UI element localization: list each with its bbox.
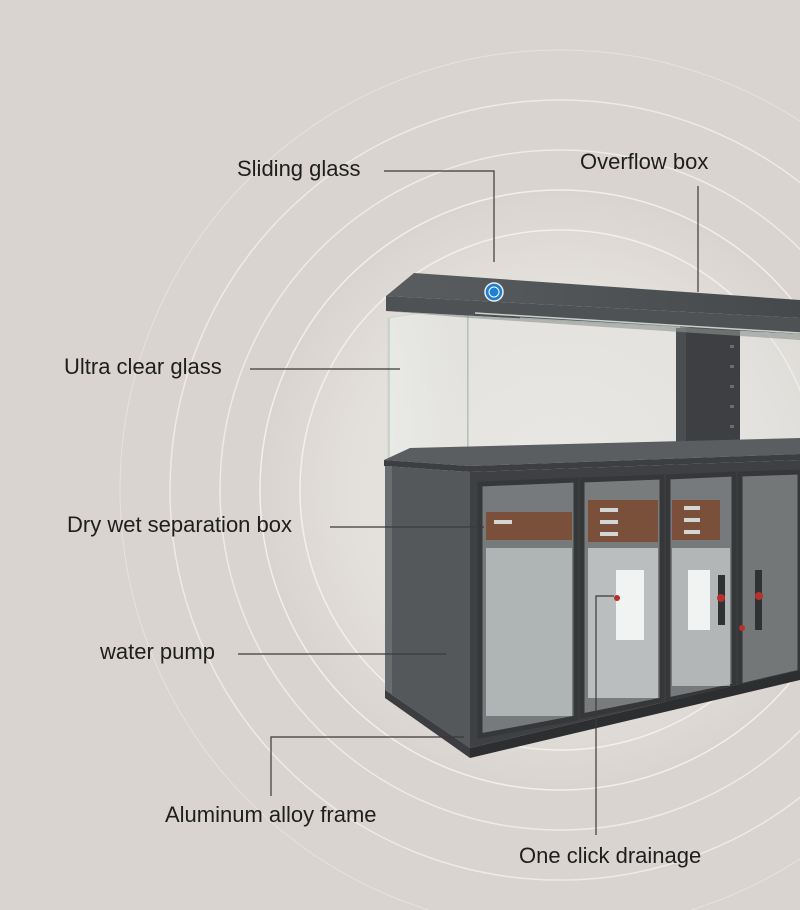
label-sliding-glass: Sliding glass	[237, 156, 361, 181]
cabinet-side-plinth	[385, 690, 470, 758]
brand-logo-icon	[484, 282, 504, 302]
cabinet-top	[384, 438, 800, 466]
label-one-click-drainage: One click drainage	[519, 843, 702, 868]
tank-glass-side	[387, 304, 469, 469]
label-water-pump: water pump	[100, 639, 215, 664]
cabinet-top-edge	[384, 454, 800, 472]
cabinet-plinth	[470, 670, 800, 758]
sump-tanks	[486, 548, 730, 716]
door-4	[737, 469, 800, 690]
sliding-glass-lid-front	[386, 296, 800, 334]
leader-one-click-drainage	[595, 595, 614, 835]
lid-light-strip	[474, 312, 800, 334]
overflow-box-tower	[676, 328, 740, 454]
label-overflow-box: Overflow box	[580, 149, 709, 174]
label-dry-wet-separation-box: Dry wet separation box	[67, 512, 292, 537]
leader-sliding-glass	[384, 170, 495, 262]
label-aluminum-alloy-frame: Aluminum alloy frame	[165, 802, 377, 827]
leader-aluminum-frame	[270, 736, 464, 796]
cabinet-side-panel	[385, 466, 470, 748]
overflow-box-edge	[676, 328, 686, 454]
overflow-box-slots	[730, 345, 734, 428]
cabinet-side-highlight	[385, 466, 392, 694]
label-ultra-clear-glass: Ultra clear glass	[64, 354, 222, 379]
sliding-glass-lid-underside	[386, 311, 800, 340]
dry-wet-boxes	[486, 500, 720, 542]
pump-pipes	[614, 570, 763, 631]
leader-lines	[238, 170, 699, 835]
